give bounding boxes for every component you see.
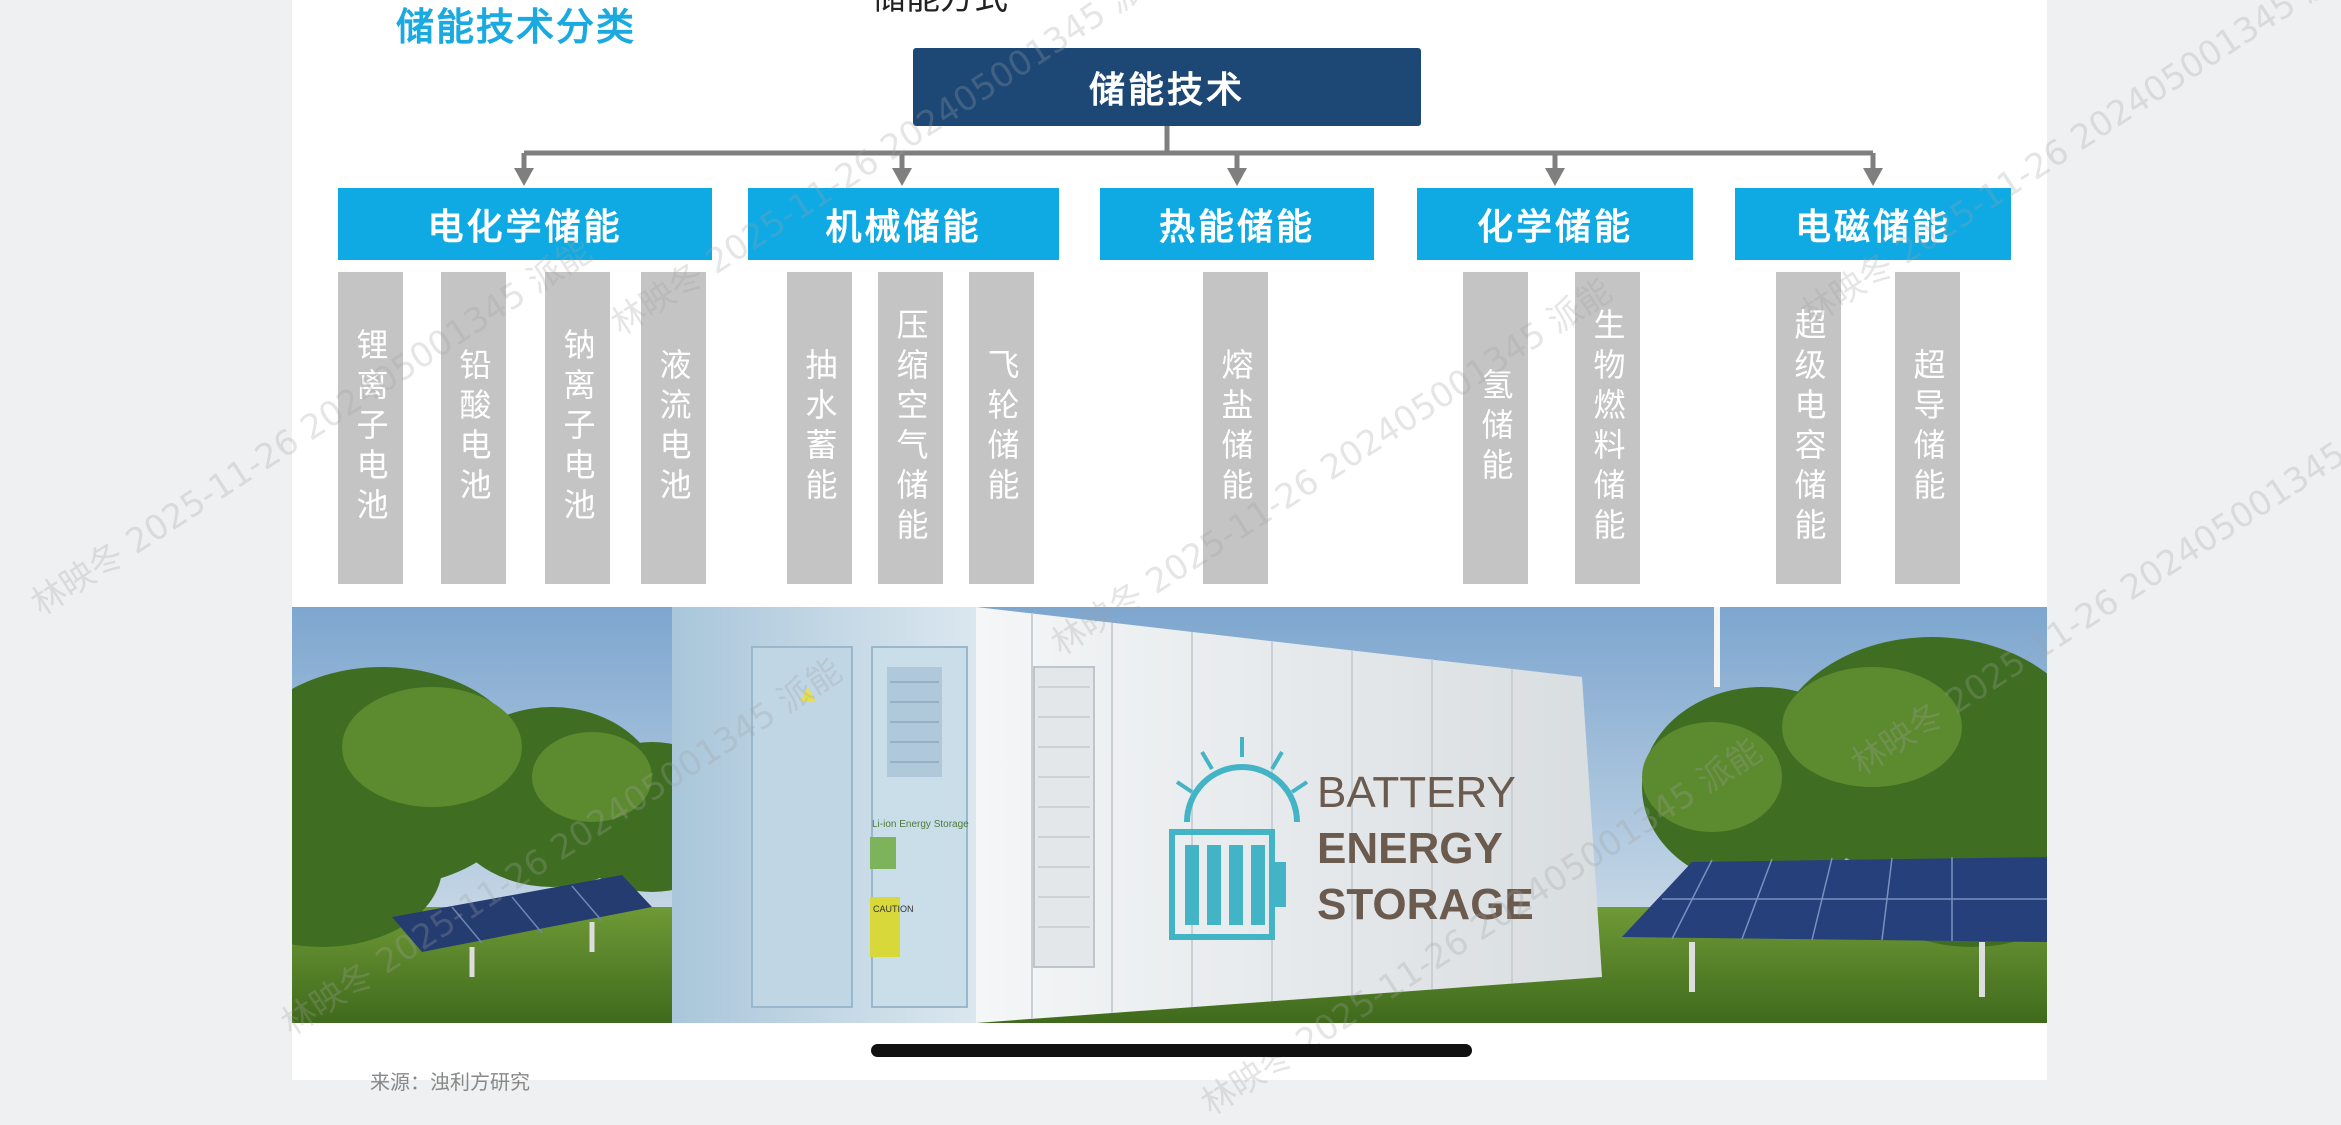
leaf-sodium-ion: 钠离子电池 [545, 272, 610, 584]
leaf-pumped-hydro: 抽水蓄能 [787, 272, 852, 584]
leaf-compressed-air: 压缩空气储能 [878, 272, 943, 584]
leaf-lithium-ion: 锂离子电池 [338, 272, 403, 584]
leaf-flow-battery: 液流电池 [641, 272, 706, 584]
leaf-flywheel: 飞轮储能 [969, 272, 1034, 584]
root-node: 储能技术 [913, 48, 1421, 126]
leaf-hydrogen: 氢储能 [1463, 272, 1528, 584]
leaf-supercapacitor: 超级电容储能 [1776, 272, 1841, 584]
battery-container-illustration: BATTERY ENERGY STORAGE Li-ion Energy Sto… [292, 607, 2047, 1023]
photo-label-battery: BATTERY [1317, 768, 1516, 817]
category-thermal: 热能储能 [1100, 188, 1374, 260]
leaf-lead-acid: 铅酸电池 [441, 272, 506, 584]
category-electromagnetic: 电磁储能 [1735, 188, 2011, 260]
category-mechanical: 机械储能 [748, 188, 1059, 260]
photo-door-sign: Li-ion Energy Storage [872, 819, 969, 830]
source-note: 来源：浊利方研究 [370, 1070, 530, 1094]
home-indicator[interactable] [871, 1044, 1472, 1057]
leaf-molten-salt: 熔盐储能 [1203, 272, 1268, 584]
category-electrochemical: 电化学储能 [338, 188, 712, 260]
section-title: 储能技术分类 [396, 4, 637, 49]
leaf-biofuel: 生物燃料储能 [1575, 272, 1640, 584]
category-chemical: 化学储能 [1417, 188, 1693, 260]
photo-label-energy: ENERGY [1317, 824, 1503, 873]
photo-label-storage: STORAGE [1317, 880, 1534, 929]
photo-caution-label: CAUTION [873, 904, 914, 914]
leaf-superconducting: 超导储能 [1895, 272, 1960, 584]
battery-storage-photo: BATTERY ENERGY STORAGE Li-ion Energy Sto… [292, 607, 2047, 1023]
document-page: 储能方式 储能技术分类 储能技术 电化学储能 机械储能 热能储能 化学储能 电磁… [292, 0, 2047, 1094]
cut-off-heading: 储能方式 [872, 0, 1008, 19]
